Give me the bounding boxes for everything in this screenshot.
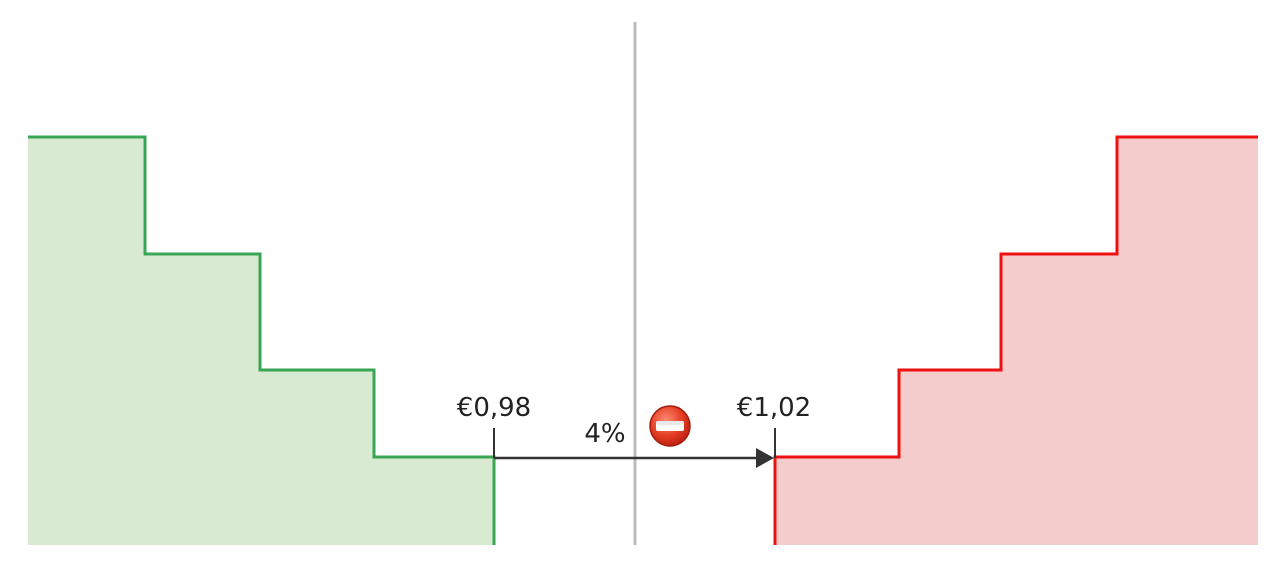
no-entry-icon xyxy=(649,405,691,447)
spread-arrowhead xyxy=(756,448,774,468)
ask-depth-area xyxy=(775,137,1258,545)
spread-percent-label: 4% xyxy=(584,419,625,449)
ask-price-label: €1,02 xyxy=(737,393,811,423)
bid-price-label: €0,98 xyxy=(457,393,531,423)
bid-depth-line xyxy=(28,135,496,545)
ask-depth-line xyxy=(773,135,1258,545)
